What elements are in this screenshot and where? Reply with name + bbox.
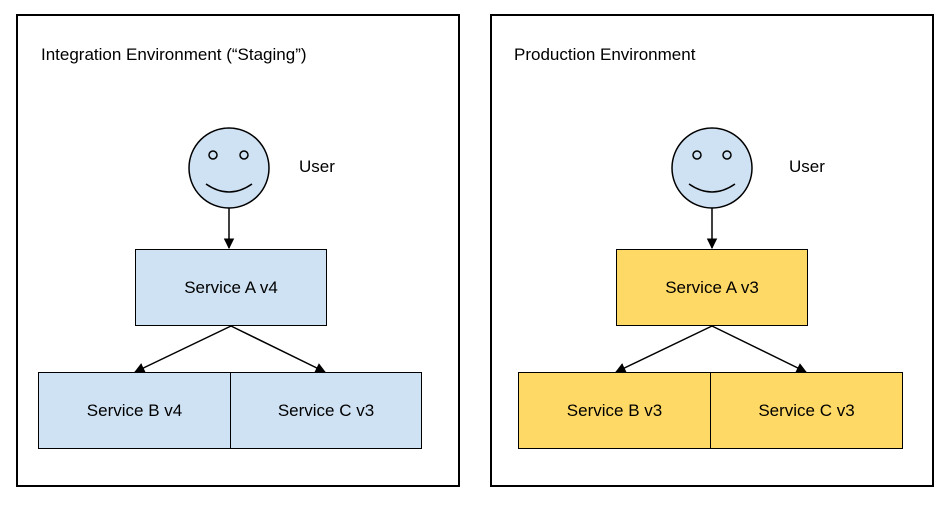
production-service-a-box: Service A v3 <box>616 249 808 326</box>
staging-service-c-box: Service C v3 <box>230 372 422 449</box>
staging-panel-title: Integration Environment (“Staging”) <box>41 45 307 64</box>
production-a-to-b-arrow <box>615 325 713 373</box>
staging-user-smiley-icon <box>188 127 270 209</box>
staging-a-to-b-arrow <box>134 325 232 373</box>
production-user-smiley-icon <box>671 127 753 209</box>
production-panel-title: Production Environment <box>514 45 696 64</box>
production-a-to-c-arrow <box>711 325 807 373</box>
staging-service-a-box: Service A v4 <box>135 249 327 326</box>
production-user-label: User <box>789 157 825 176</box>
staging-service-b-box: Service B v4 <box>38 372 231 449</box>
production-service-c-box: Service C v3 <box>710 372 903 449</box>
production-service-b-box: Service B v3 <box>518 372 711 449</box>
staging-a-to-c-arrow <box>230 325 326 373</box>
staging-user-label: User <box>299 157 335 176</box>
